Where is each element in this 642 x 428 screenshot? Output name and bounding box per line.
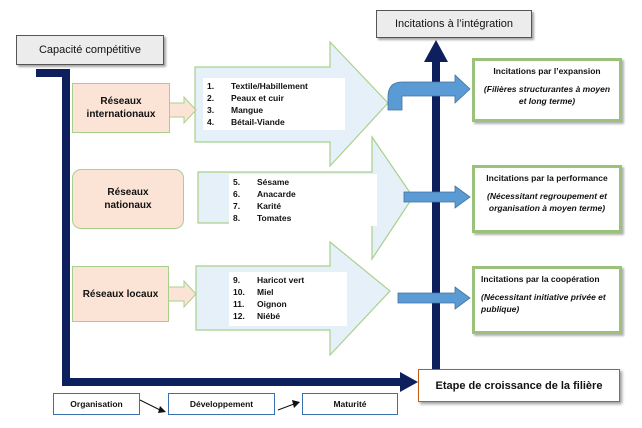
capacity-to-growth-arrow [36,69,404,386]
product-list-local: 9. Haricot vert 10. Miel 11. Oignon 12. Niéb… [229,272,347,326]
network-label-line2: nationaux [104,200,152,211]
stage-label: Organisation [70,399,123,409]
incitations-title: Incitations à l’intégration [394,18,513,30]
product-row: 8. Tomates [233,212,373,224]
blue-arrow-cooperation [397,286,471,310]
stage-arrowhead-1 [158,406,166,413]
product-name: Textile/Habillement [231,81,308,91]
product-row: 5. Sésame [233,176,373,188]
product-name: Haricot vert [257,275,305,285]
product-row: 4. Bétail-Viande [207,116,341,128]
incentive-box-expansion: Incitations par l’expansion (Filières st… [472,58,622,122]
incentive-subtitle: (Filières structurantes à moyen et long … [483,84,611,106]
stage-arrow-2 [277,403,295,411]
product-name: Mangue [231,105,264,115]
stage-arrow-1 [139,399,161,411]
product-number: 2. [207,93,215,103]
stage-label: Développement [189,399,254,409]
product-row: 6. Anacarde [233,188,373,200]
product-name: Bétail-Viande [231,117,285,127]
product-row: 12. Niébé [233,310,343,322]
growth-to-incitations-arrowhead [424,40,448,62]
product-number: 6. [233,189,241,199]
network-label-line1: Réseaux [100,96,142,107]
product-name: Anacarde [257,189,296,199]
network-box-national: Réseaux nationaux [72,169,184,229]
incentive-subtitle: (Nécessitant initiative privée et publiq… [481,292,606,314]
capacity-to-growth-arrowhead [400,372,418,392]
stage-arrowhead-2 [292,400,300,408]
network-label-line1: Réseaux locaux [82,288,159,300]
small-arrow-international [167,95,197,125]
product-number: 1. [207,81,215,91]
product-row: 3. Mangue [207,104,341,116]
product-number: 8. [233,213,241,223]
product-list-international: 1. Textile/Habillement 2. Peaux et cuir 3.… [203,78,345,130]
incentive-title: Incitations par la performance [486,173,608,183]
network-label-line1: Réseaux [107,187,149,198]
product-row: 9. Haricot vert [233,274,343,286]
product-row: 7. Karité [233,200,373,212]
stage-label: Maturité [333,399,367,409]
capacity-box: Capacité compétitive [16,35,164,65]
product-name: Niébé [257,311,281,321]
product-row: 2. Peaux et cuir [207,92,341,104]
product-number: 4. [207,117,215,127]
product-number: 9. [233,275,241,285]
small-arrow-local [167,279,197,309]
product-number: 3. [207,105,215,115]
product-number: 5. [233,177,241,187]
product-name: Karité [257,201,282,211]
product-number: 12. [233,311,245,321]
product-name: Oignon [257,299,287,309]
network-label-line2: internationaux [86,109,156,120]
growth-to-incitations-shaft [432,60,440,372]
blue-arrow-expansion [387,74,471,111]
product-name: Miel [257,287,274,297]
product-row: 11. Oignon [233,298,343,310]
incentive-title: Incitations par l’expansion [493,66,601,76]
product-row: 10. Miel [233,286,343,298]
blue-arrow-performance [403,185,471,209]
product-name: Tomates [257,213,292,223]
incentive-box-performance: Incitations par la performance (Nécessit… [472,165,622,233]
network-box-local: Réseaux locaux [72,266,169,322]
stage-box-organisation: Organisation [53,393,140,415]
incentive-title: Incitations par la coopération [481,274,600,284]
product-name: Peaux et cuir [231,93,284,103]
network-box-international: Réseaux internationaux [72,83,170,133]
product-row: 1. Textile/Habillement [207,80,341,92]
product-number: 10. [233,287,245,297]
growth-stage-label: Etape de croissance de la filière [435,379,603,392]
stage-box-developpement: Développement [168,393,275,415]
capacity-label: Capacité compétitive [38,44,142,56]
stage-box-maturite: Maturité [302,393,398,415]
incitations-title-box: Incitations à l’intégration [376,10,532,38]
incentive-box-cooperation: Incitations par la coopération (Nécessit… [472,266,622,334]
product-name: Sésame [257,177,290,187]
growth-stage-box: Etape de croissance de la filière [418,369,620,402]
product-number: 11. [233,299,245,309]
product-number: 7. [233,201,241,211]
incentive-subtitle: (Nécessitant regroupement et organisatio… [487,191,607,213]
product-list-national: 5. Sésame 6. Anacarde 7. Karité 8. Tomates [229,174,377,226]
